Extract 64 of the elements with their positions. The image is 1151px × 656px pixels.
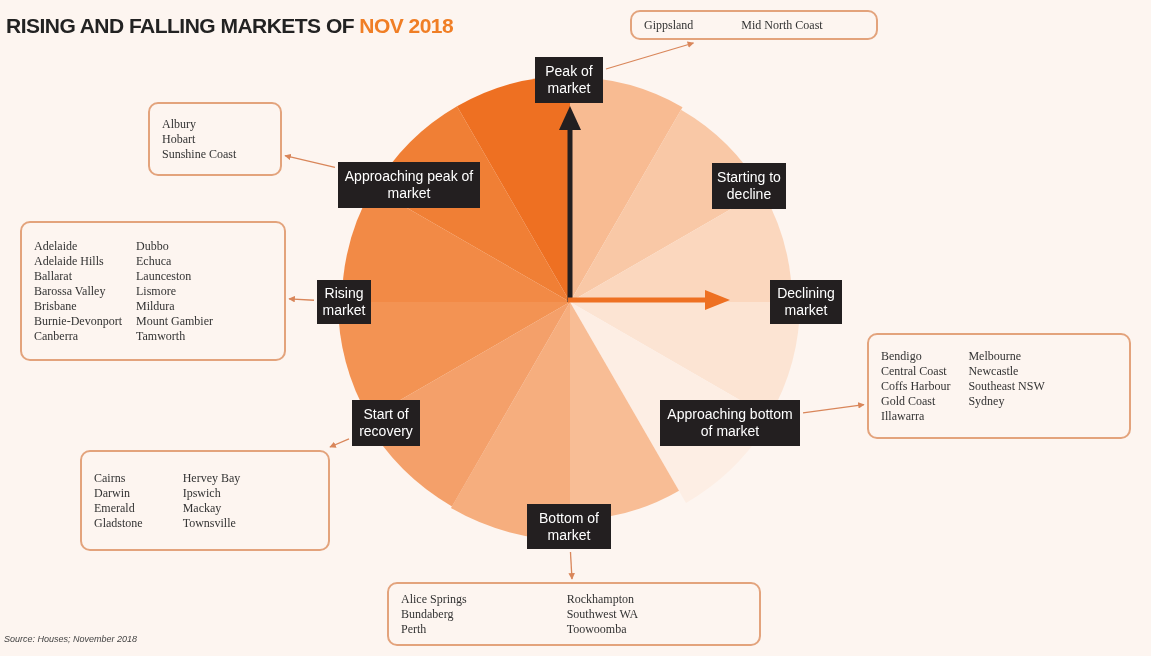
city-name: Illawarra [881,408,926,424]
city-name: Adelaide Hills [34,253,105,269]
city-name: Burnie-Devonport [34,313,122,329]
city-name: Perth [401,621,428,637]
leader-line [288,295,315,303]
stage-label: Rising market [317,280,371,324]
city-name: Gold Coast [881,393,937,409]
leader-line [802,402,865,414]
city-name: Brisbane [34,298,78,314]
city-name: Emerald [94,500,136,516]
city-name: Barossa Valley [34,283,107,299]
stage-label: Starting to decline [712,163,786,209]
city-name: Toowoomba [566,621,628,637]
city-name: Rockhampton [566,591,635,607]
city-name: Mackay [182,500,223,516]
leader-line [284,153,336,169]
stage-label: Approaching peak of market [338,162,480,208]
city-name: Dubbo [136,238,170,254]
stage-label: Bottom of market [527,504,611,549]
city-name: Coffs Harbour [881,378,951,394]
city-name: Sunshine Coast [162,146,237,162]
city-name: Gladstone [94,515,143,531]
city-name: Southeast NSW [968,378,1045,394]
city-name: Tamworth [136,328,187,344]
leader-line [605,41,695,70]
city-name: Townsville [182,515,237,531]
city-name: Hobart [162,131,197,147]
city-list-box [80,450,330,551]
city-name: Canberra [34,328,79,344]
source-note: Source: Houses; November 2018 [4,633,138,646]
city-name: Adelaide [34,238,79,254]
city-name: Launceston [136,268,193,284]
leader-line [329,438,350,448]
city-name: Central Coast [881,363,948,379]
city-name: Darwin [94,485,131,501]
leader-line [568,551,575,580]
city-name: Southwest WA [566,606,639,622]
city-name: Gippsland [644,17,694,33]
city-name: Alice Springs [401,591,467,607]
city-name: Ipswich [182,485,222,501]
stage-label: Start of recovery [352,400,420,446]
city-name: Melbourne [968,348,1023,364]
city-name: Cairns [94,470,127,486]
city-name: Newcastle [968,363,1020,379]
city-list-box [630,10,878,40]
city-name: Bendigo [881,348,923,364]
city-name: Sydney [968,393,1006,409]
city-name: Albury [162,116,197,132]
city-list-box [387,582,761,646]
city-list-box [867,333,1131,439]
city-name: Mildura [136,298,176,314]
stage-label: Peak of market [535,57,603,103]
city-name: Hervey Bay [182,470,241,486]
city-name: Mid North Coast [741,17,823,33]
city-list-box [20,221,286,361]
city-list-box [148,102,282,176]
city-name: Bundaberg [401,606,455,622]
city-name: Ballarat [34,268,73,284]
stage-label: Declining market [770,280,842,324]
stage-label: Approaching bottom of market [660,400,800,446]
city-name: Mount Gambier [136,313,213,329]
city-name: Lismore [136,283,177,299]
city-name: Echuca [136,253,173,269]
title: RISING AND FALLING MARKETS OF NOV 2018 [6,13,454,39]
